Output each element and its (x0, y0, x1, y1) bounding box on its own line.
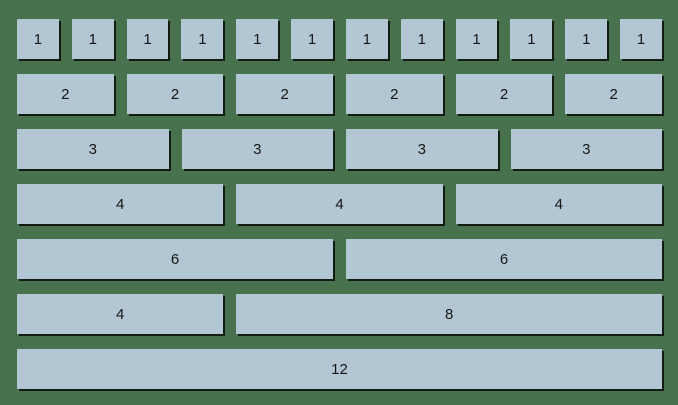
grid-cell: 2 (455, 74, 553, 114)
grid-cell: 12 (17, 349, 662, 389)
grid-cell: 1 (291, 19, 333, 59)
grid-cell: 6 (346, 239, 662, 279)
grid-cell: 3 (346, 129, 498, 169)
grid-cell: 1 (71, 19, 114, 59)
grid-cell: 3 (17, 129, 169, 169)
grid-cell: 2 (126, 74, 224, 114)
grid-cell: 4 (17, 184, 224, 224)
grid-cell: 2 (345, 74, 443, 114)
grid-cell: 1 (126, 19, 169, 59)
grid-cell: 2 (565, 74, 662, 114)
grid-cell: 4 (455, 184, 662, 224)
grid-cell: 1 (400, 19, 443, 59)
grid-cell: 1 (345, 19, 388, 59)
grid-cell: 6 (17, 239, 333, 279)
grid-cell: 4 (236, 184, 443, 224)
grid-cell: 2 (17, 74, 114, 114)
grid-cell: 1 (620, 19, 662, 59)
grid-cell: 3 (510, 129, 662, 169)
grid-cell: 2 (236, 74, 333, 114)
grid-cell: 3 (181, 129, 333, 169)
grid-cell: 8 (236, 294, 662, 334)
grid-cell: 1 (455, 19, 498, 59)
grid-cell: 1 (17, 19, 59, 59)
grid-cell: 1 (510, 19, 553, 59)
grid-cell: 1 (565, 19, 608, 59)
grid-row: 12 (17, 349, 662, 389)
grid-cell: 4 (17, 294, 224, 334)
grid-cell: 1 (236, 19, 279, 59)
grid-cell: 1 (181, 19, 224, 59)
